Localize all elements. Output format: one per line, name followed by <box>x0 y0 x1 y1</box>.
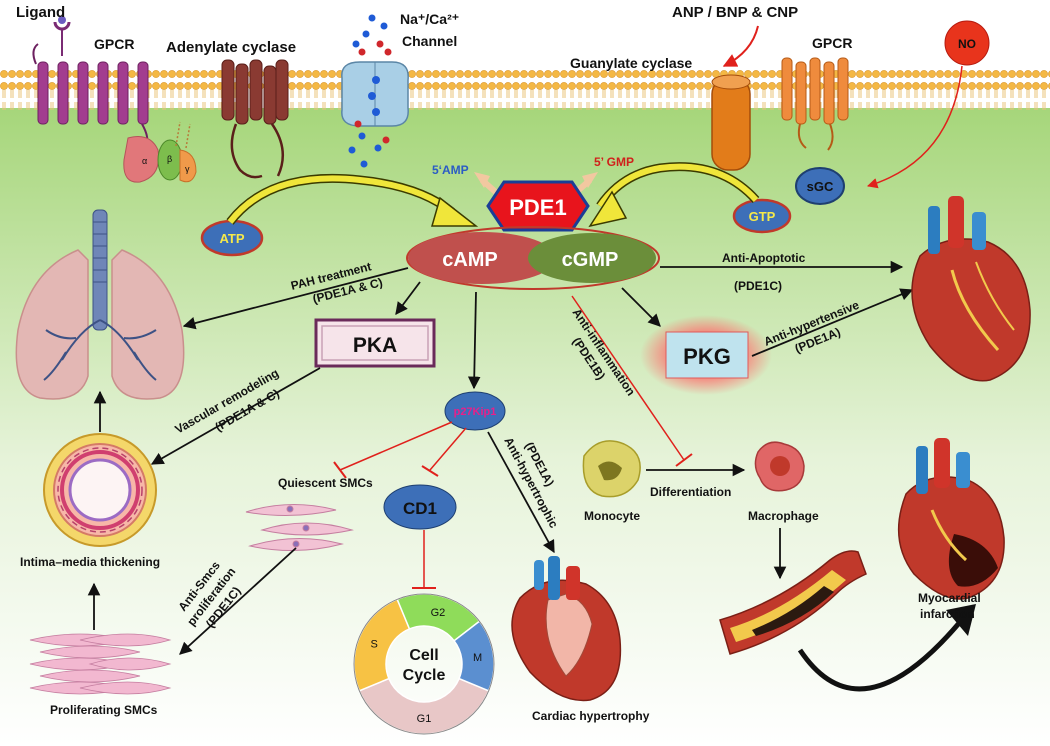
guanylate-cyclase-label: Guanylate cyclase <box>570 55 692 71</box>
vascular-remodeling-arrow <box>150 367 321 465</box>
camp-to-p27-arrow <box>467 291 481 390</box>
artery-to-mi-arrowhead <box>946 604 976 636</box>
na-ca-channel-icon <box>341 14 409 168</box>
hypertrophic-heart-icon <box>511 556 622 702</box>
cell-cycle-label-1: Cell <box>409 647 438 664</box>
channel-label-line2: Channel <box>402 33 457 49</box>
atp-arrowhead <box>431 196 479 227</box>
gamma-label: γ <box>185 164 190 174</box>
beta-label: β <box>167 154 172 164</box>
intima-vessel-icon <box>43 433 157 547</box>
quiescent-smcs-icon <box>245 504 354 551</box>
camp-to-pka-arrow <box>395 281 421 316</box>
pde1-label: PDE1 <box>509 195 566 220</box>
anti-apoptotic-label-1: Anti-Apoptotic <box>722 251 806 265</box>
camp-label: cAMP <box>442 249 498 271</box>
5amp-label: 5‘AMP <box>432 163 469 177</box>
cgmp-node <box>528 233 656 283</box>
p27-label: p27Kip1 <box>454 406 497 418</box>
anti-inflammation-inhibitor <box>571 295 685 461</box>
ligand-icon <box>53 16 71 56</box>
cd1-label: CD1 <box>403 499 437 518</box>
atp-to-camp-arrow <box>227 175 454 224</box>
gtp-label: GTP <box>749 209 776 224</box>
gpcr-right-label: GPCR <box>812 35 852 51</box>
infarcted-heart-icon <box>897 438 1005 600</box>
differentiation-label: Differentiation <box>650 485 731 499</box>
mi-label-2: infarction <box>920 607 975 621</box>
cell-cycle-label-2: Cycle <box>403 667 446 684</box>
proliferating-smcs-icon <box>29 633 172 695</box>
cgmp-to-pkg-arrow <box>621 287 661 327</box>
gtp-node <box>732 198 792 234</box>
cell-membrane <box>0 70 1050 110</box>
g-protein <box>123 121 197 183</box>
gtp-arrowhead <box>588 190 628 228</box>
no-label: NO <box>958 37 976 51</box>
cell-cycle-donut: G1 S G2M <box>353 593 495 735</box>
intima-label: Intima–media thickening <box>20 555 160 569</box>
no-to-sgc-arrow <box>866 65 963 189</box>
gpcr-right-icon <box>781 57 849 151</box>
camp-node <box>408 232 556 284</box>
cell-cycle-phase-label-m: M <box>473 652 482 664</box>
atp-label: ATP <box>219 231 244 246</box>
anti-smcs-arrow <box>179 547 297 655</box>
no-molecule <box>944 20 990 66</box>
pka-node <box>314 318 436 368</box>
macrophage-label: Macrophage <box>748 509 819 523</box>
macrophage-icon <box>754 441 805 492</box>
mi-label-1: Myocardial <box>918 591 981 605</box>
pka-label: PKA <box>353 334 397 357</box>
gtp-to-cgmp-arrow <box>597 163 759 208</box>
ligand-label: Ligand <box>16 4 65 21</box>
adenylate-cyclase-icon <box>221 59 289 179</box>
artery-to-mi-curve <box>797 620 962 692</box>
anti-apoptotic-label-2: (PDE1C) <box>734 279 782 293</box>
pkg-node <box>665 331 749 379</box>
natriuretic-peptides-label: ANP / BNP & CNP <box>672 4 798 21</box>
lung-icon <box>15 209 185 400</box>
natriuretic-arrow <box>722 25 759 67</box>
p27-inhibits-quiescent <box>339 421 453 471</box>
cell-cycle-phase-label-s: S <box>370 638 377 650</box>
5gmp-label: 5’ GMP <box>594 155 634 169</box>
gpcr-left-label: GPCR <box>94 36 134 52</box>
quiescent-label: Quiescent SMCs <box>278 476 373 490</box>
sgc-node <box>795 167 845 205</box>
alpha-label: α <box>142 156 147 166</box>
monocyte-icon <box>582 440 641 498</box>
anti-hypertensive-arrow <box>751 288 914 357</box>
cell-cycle-phase-label-g1: G1 <box>417 713 432 725</box>
p27-node <box>444 391 506 431</box>
sgc-label: sGC <box>807 179 834 194</box>
pah-arrow <box>182 267 409 330</box>
cell-cycle-phase-label-g2: G2 <box>431 607 446 619</box>
cell-cycle-outer-ring <box>353 593 495 735</box>
monocyte-label: Monocyte <box>584 509 640 523</box>
pkg-label: PKG <box>683 344 731 369</box>
guanylate-cyclase-icon <box>711 74 751 171</box>
cgmp-label: cGMP <box>562 249 619 271</box>
healthy-heart-icon <box>911 196 1031 382</box>
proliferating-label: Proliferating SMCs <box>50 703 158 717</box>
cardiac-hypertrophy-label: Cardiac hypertrophy <box>532 709 650 723</box>
cd1-node <box>383 484 457 530</box>
pde1-node <box>486 180 590 232</box>
atherosclerotic-artery-icon <box>719 550 867 655</box>
p27-inhibits-cd1 <box>429 427 467 471</box>
channel-label-line1: Na⁺/Ca²⁺ <box>400 11 459 27</box>
cyclic-nucleotide-outline <box>406 226 660 290</box>
anti-hypertrophic-arrow <box>487 431 555 554</box>
adenylate-cyclase-label: Adenylate cyclase <box>166 39 296 56</box>
